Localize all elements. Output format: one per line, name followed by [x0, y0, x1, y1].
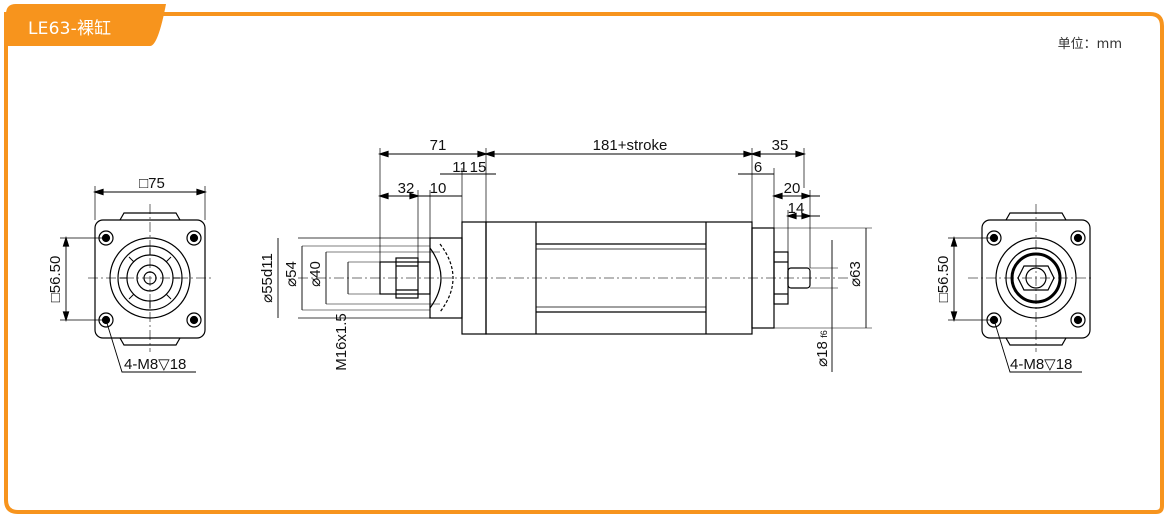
- dim-20: 20: [784, 180, 801, 197]
- dim-dia-55d11: ⌀55d11: [259, 253, 276, 303]
- side-view: [277, 148, 872, 372]
- dim-dia-40: ⌀40: [307, 261, 324, 287]
- rear-bolt-spacing-dim: □56.50: [935, 256, 952, 303]
- rear-thread-callout: 4-M8▽18: [1010, 356, 1072, 373]
- rear-view: [948, 204, 1092, 373]
- dim-dia-63: ⌀63: [847, 261, 864, 287]
- dim-6: 6: [754, 159, 762, 176]
- drawing-frame: [4, 12, 1164, 514]
- dim-11: 11: [452, 159, 468, 176]
- dim-14: 14: [788, 200, 805, 217]
- title-tab: [6, 4, 166, 46]
- front-bolt-spacing-dim: □56.50: [47, 256, 64, 303]
- side-view-labels: 71 181+stroke 35 11 15 6 32 10 20 14 ⌀55…: [259, 137, 864, 371]
- front-square-dim: □75: [139, 175, 165, 192]
- dim-10: 10: [430, 180, 447, 197]
- unit-label: 单位：mm: [1057, 37, 1122, 52]
- dim-32: 32: [398, 180, 415, 197]
- title-tab-label: LE63-裸缸: [28, 19, 112, 39]
- front-view: [60, 186, 212, 373]
- front-thread-callout: 4-M8▽18: [124, 356, 186, 373]
- dim-71: 71: [430, 137, 447, 154]
- dim-dia-18: ⌀18: [814, 341, 831, 367]
- dim-dia-54: ⌀54: [283, 261, 300, 287]
- dim-shaft-tolerance: f6: [819, 330, 829, 338]
- dim-15: 15: [470, 159, 487, 176]
- dim-181-stroke: 181+stroke: [593, 137, 668, 154]
- dim-rod-thread: M16x1.5: [333, 313, 350, 371]
- dim-35: 35: [772, 137, 789, 154]
